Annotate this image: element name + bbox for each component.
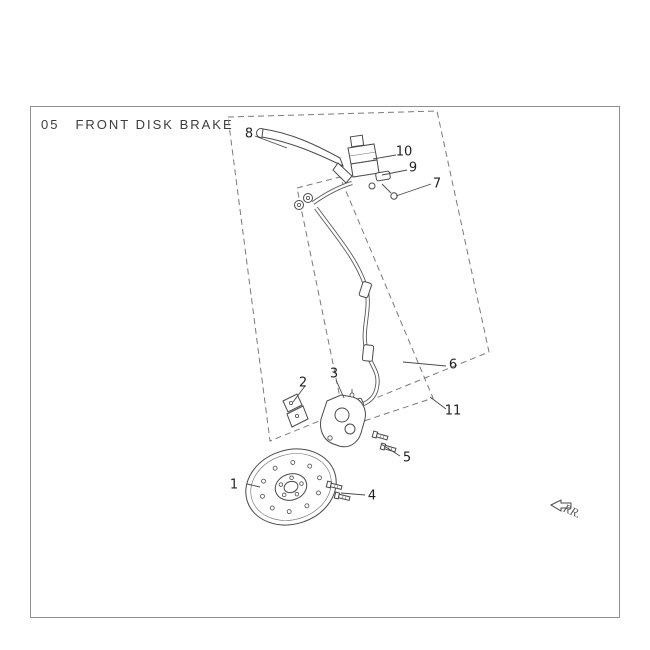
callout-part-9: 9 — [408, 160, 418, 176]
callout-part-10: 10 — [395, 144, 413, 160]
section-number: 05 — [41, 117, 60, 132]
bolt — [325, 480, 343, 490]
brake-pad-bracket — [282, 393, 309, 428]
leader-lines — [246, 135, 447, 496]
callout-part-4: 4 — [367, 488, 377, 504]
bolt — [371, 430, 389, 441]
page-title: 05 FRONT DISK BRAKE — [41, 117, 234, 132]
callout-part-7: 7 — [432, 176, 442, 192]
page-border — [30, 106, 620, 618]
rr-arrow-icon — [549, 499, 572, 512]
callout-part-5: 5 — [402, 450, 412, 466]
brake-disc — [245, 448, 337, 526]
caliper-bolts — [371, 430, 397, 453]
callout-part-2: 2 — [298, 375, 308, 391]
brake-lever — [256, 128, 344, 167]
callout-part-1: 1 — [229, 477, 239, 493]
master-cylinder — [332, 134, 398, 200]
callout-part-8: 8 — [244, 126, 254, 142]
disc-bolts — [325, 480, 351, 501]
bolt — [333, 491, 351, 501]
outer-dashed-outline — [227, 110, 490, 442]
callout-part-6: 6 — [448, 357, 458, 373]
callout-part-3: 3 — [329, 366, 339, 382]
inner-dashed-outline — [296, 176, 434, 428]
brake-caliper — [320, 389, 366, 448]
callout-part-11: 11 — [444, 403, 462, 419]
section-title: FRONT DISK BRAKE — [75, 117, 234, 132]
